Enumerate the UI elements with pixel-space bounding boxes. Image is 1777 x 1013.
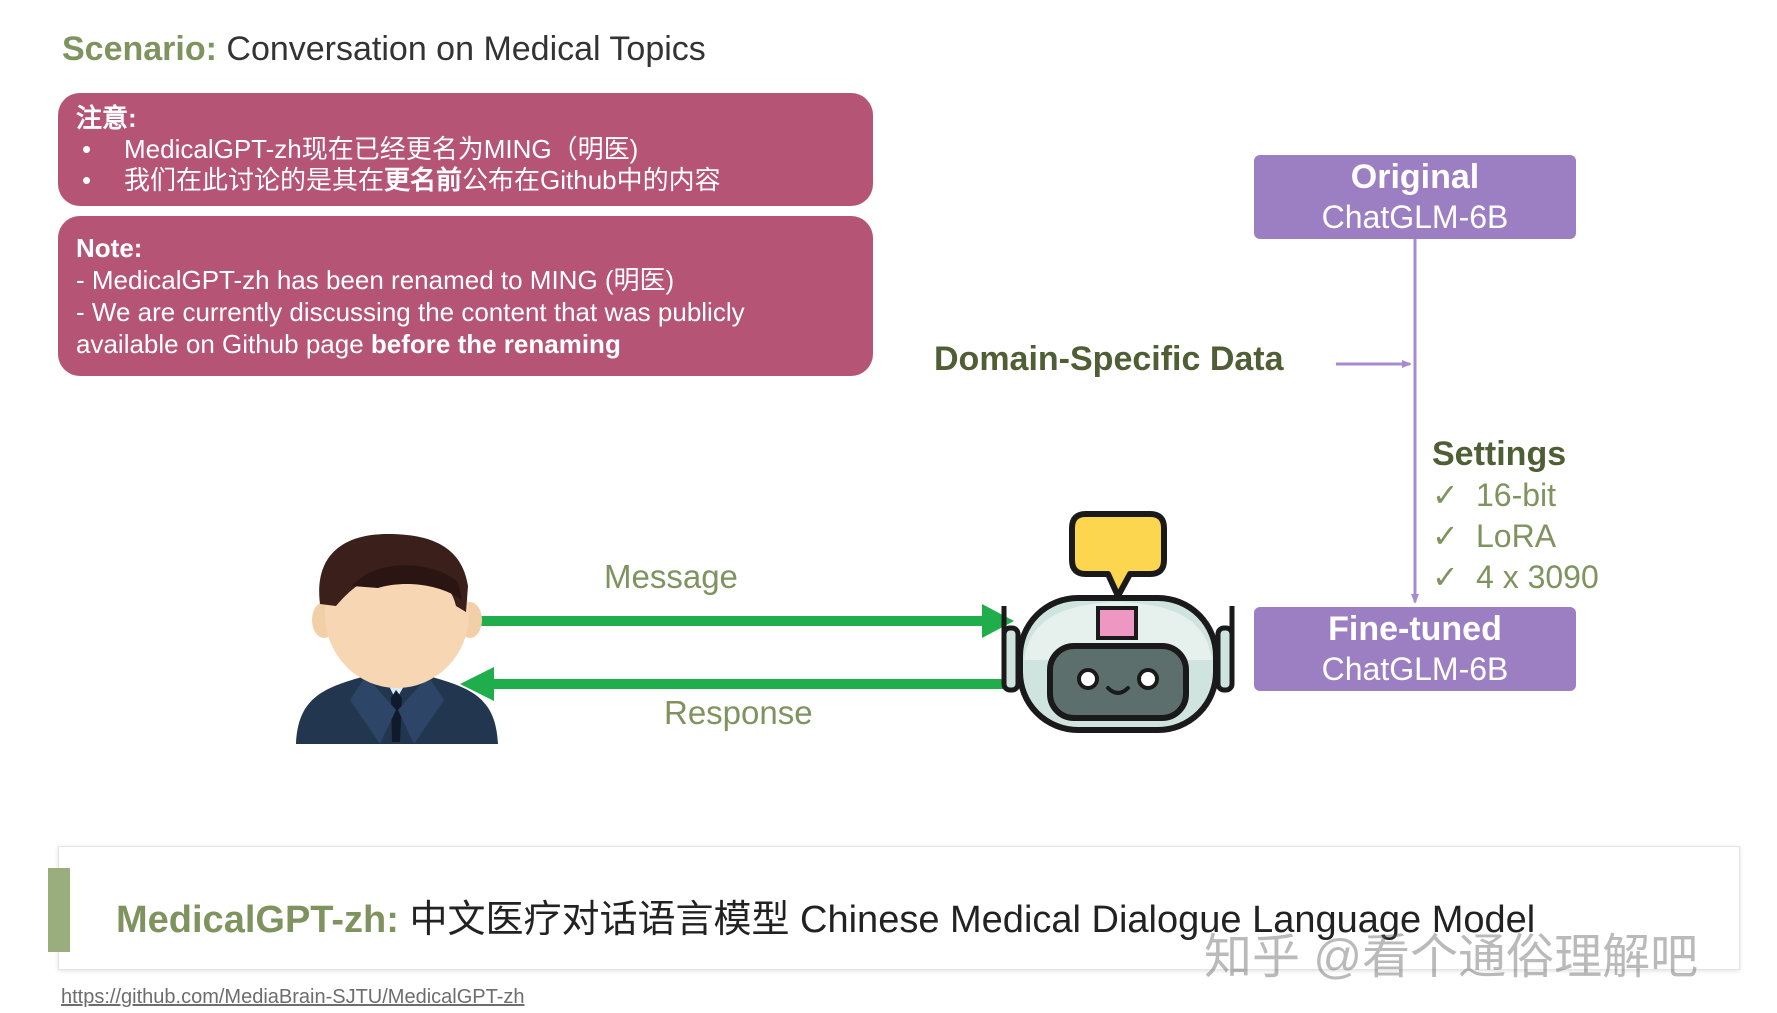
bullet-icon: • <box>82 165 92 195</box>
message-arrow <box>474 604 1014 638</box>
note-en-line-2: - We are currently discussing the conten… <box>76 297 745 327</box>
bullet-icon: • <box>82 134 92 164</box>
response-label: Response <box>664 694 813 731</box>
note-zh-title: 注意: <box>76 103 137 133</box>
note-en-line-3: available on Github page before the rena… <box>76 328 853 360</box>
domain-data-label: Domain-Specific Data <box>934 340 1284 378</box>
scenario-label: Scenario: <box>62 30 217 68</box>
footer-title: MedicalGPT-zh: 中文医疗对话语言模型 Chinese Medica… <box>116 888 1535 943</box>
watermark: 知乎 @看个通俗理解吧 <box>1204 931 1699 984</box>
note-zh-item-2: • 我们在此讨论的是其在更名前公布在Github中的内容 <box>76 165 853 196</box>
check-icon: ✓ <box>1432 477 1459 513</box>
note-zh-item-1-text: MedicalGPT-zh现在已经更名为MING（明医) <box>124 134 639 164</box>
note-box-chinese: 注意: • MedicalGPT-zh现在已经更名为MING（明医) • 我们在… <box>58 93 873 206</box>
finetuned-model-title: Fine-tuned <box>1328 610 1502 648</box>
settings-item: ✓ 4 x 3090 <box>1432 557 1599 598</box>
footer-banner <box>58 846 1740 970</box>
original-model-title: Original <box>1350 158 1480 196</box>
note-zh-item-2-pre: 我们在此讨论的是其在 <box>124 165 385 195</box>
footer-accent-bar <box>48 868 70 952</box>
message-label: Message <box>604 558 738 595</box>
note-en-line-3-bold: before the renaming <box>370 329 621 359</box>
settings-item-label: 4 x 3090 <box>1476 559 1599 595</box>
note-en-line-3-pre: available on Github page <box>76 329 371 359</box>
check-icon: ✓ <box>1432 518 1459 554</box>
check-icon: ✓ <box>1432 559 1459 595</box>
footer-brand: MedicalGPT-zh: <box>116 899 399 941</box>
note-zh-item-1: • MedicalGPT-zh现在已经更名为MING（明医) <box>76 134 853 165</box>
response-arrow <box>460 667 1014 701</box>
user-icon <box>296 534 498 744</box>
finetuned-model-name: ChatGLM-6B <box>1321 651 1509 687</box>
scenario-text: Conversation on Medical Topics <box>216 30 706 68</box>
settings-item: ✓ 16-bit <box>1432 475 1599 516</box>
source-link[interactable]: https://github.com/MediaBrain-SJTU/Medic… <box>61 986 525 1008</box>
robot-icon <box>1001 511 1235 733</box>
note-zh-item-2-text: 我们在此讨论的是其在更名前公布在Github中的内容 <box>124 165 721 196</box>
note-box-english: Note: - MedicalGPT-zh has been renamed t… <box>58 216 873 376</box>
note-en-title: Note: <box>76 233 143 263</box>
note-zh-item-2-post: 公布在Github中的内容 <box>462 165 721 195</box>
note-zh-item-2-bold: 更名前 <box>384 165 463 195</box>
finetuned-model-box: Fine-tuned ChatGLM-6B <box>1254 607 1576 691</box>
scenario-heading: Scenario: Conversation on Medical Topics <box>62 30 706 69</box>
original-model-box: Original ChatGLM-6B <box>1254 155 1576 239</box>
note-en-line-1: - MedicalGPT-zh has been renamed to MING… <box>76 265 675 295</box>
settings-item-label: LoRA <box>1476 518 1557 554</box>
settings-item: ✓ LoRA <box>1432 516 1599 557</box>
settings-panel: Settings ✓ 16-bit ✓ LoRA ✓ 4 x 3090 <box>1432 433 1599 598</box>
settings-item-label: 16-bit <box>1476 477 1557 513</box>
settings-title: Settings <box>1432 435 1567 473</box>
original-model-name: ChatGLM-6B <box>1321 199 1509 235</box>
footer-title-text: 中文医疗对话语言模型 Chinese Medical Dialogue Lang… <box>398 899 1536 941</box>
